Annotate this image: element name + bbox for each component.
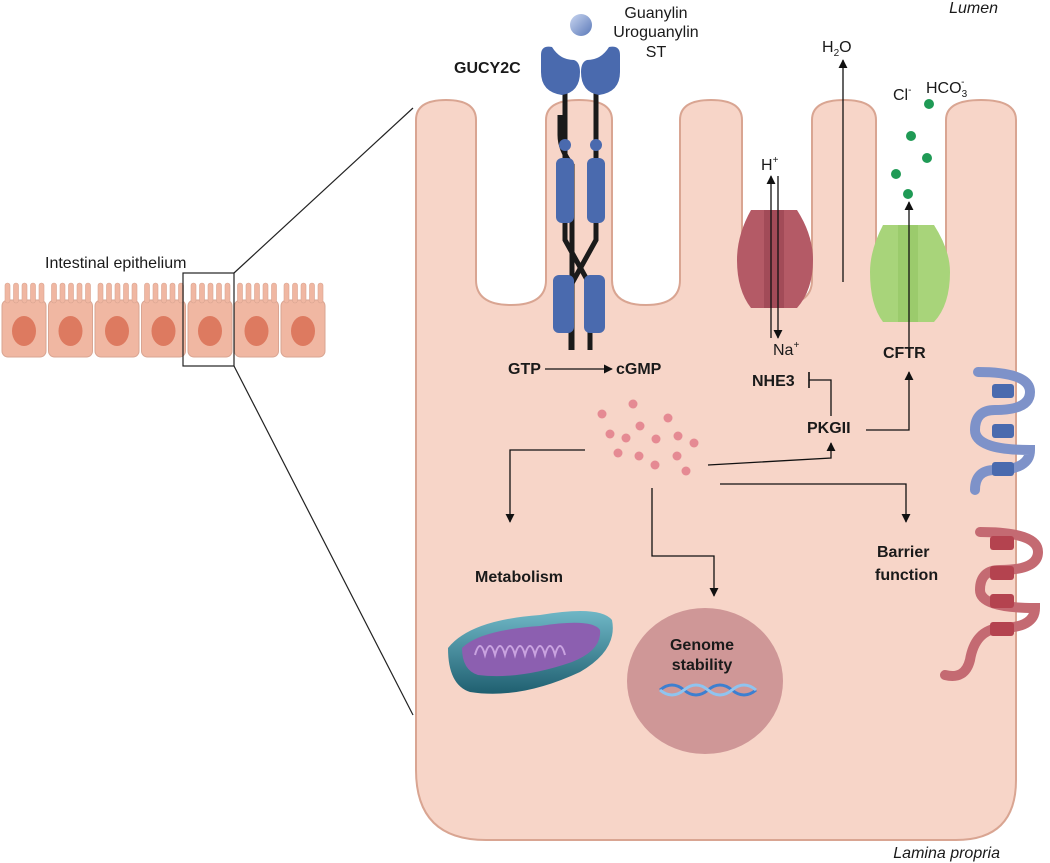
gtp-label: GTP <box>508 361 541 378</box>
microvillus <box>224 282 231 304</box>
receptor-cyclase-left <box>553 275 574 333</box>
microvillus <box>207 282 214 304</box>
ligand-guanylin: Guanylin <box>624 5 687 22</box>
microvillus <box>262 282 269 304</box>
microvillus <box>190 282 197 304</box>
chloride-bicarbonate-ions <box>891 99 934 199</box>
pkgii-to-cftr-arrow <box>866 371 914 431</box>
cell-nucleus <box>244 316 269 346</box>
ligand-sphere-icon <box>570 14 592 36</box>
cell-nucleus <box>58 316 83 346</box>
proton-label: H+ <box>761 155 779 174</box>
microvillus <box>271 282 277 304</box>
lamina-propria-label: Lamina propria <box>893 845 1000 862</box>
cgmp-molecules <box>597 399 699 476</box>
water-label: H2O <box>822 39 852 59</box>
microvillus <box>76 282 83 304</box>
receptor-extracellular-left <box>541 46 580 95</box>
microvillus <box>309 282 315 304</box>
microvillus <box>114 282 121 304</box>
microvillus <box>152 282 159 304</box>
sodium-label: Na+ <box>773 340 799 359</box>
microvillus <box>317 282 324 304</box>
microvillus <box>254 282 260 304</box>
cftr-label: CFTR <box>883 345 926 362</box>
microvillus <box>237 282 243 304</box>
genome-label-line2: stability <box>672 657 733 674</box>
microvillus <box>4 282 11 304</box>
microvillus <box>68 282 74 304</box>
microvillus <box>51 282 57 304</box>
receptor-kinase-left <box>556 158 574 223</box>
ligand-st: ST <box>646 44 667 61</box>
microvillus <box>292 282 298 304</box>
receptor-extracellular-right <box>581 46 620 95</box>
microvillus <box>30 282 36 304</box>
nhe3-label: NHE3 <box>752 373 795 390</box>
cell-nucleus <box>198 316 222 346</box>
cgmp-to-pkgii-arrow <box>707 442 836 466</box>
tight-junction-protein-blue <box>969 367 1036 495</box>
receptor-kinase-right <box>587 158 605 223</box>
intestinal-epithelium-strip: Intestinal epithelium <box>1 107 414 716</box>
microvillus <box>283 282 290 304</box>
pkgii-inhibits-nhe3 <box>809 379 832 416</box>
bicarbonate-label: HCO3- <box>926 77 968 100</box>
zoom-line-bottom <box>233 365 414 716</box>
microvillus <box>59 282 66 304</box>
microvillus <box>131 282 138 304</box>
microvillus <box>144 282 150 304</box>
microvillus <box>21 282 28 304</box>
microvillus <box>123 282 129 304</box>
microvillus <box>245 282 252 304</box>
gucy2c-receptor <box>541 46 620 350</box>
chloride-label: Cl- <box>893 85 911 104</box>
cgmp-to-metabolism-arrow <box>505 449 585 523</box>
microvillus <box>85 282 91 304</box>
zoom-line-top <box>233 107 414 274</box>
receptor-cyclase-right <box>584 275 605 333</box>
microvillus <box>106 282 112 304</box>
cgmp-label: cGMP <box>616 361 662 378</box>
microvillus <box>300 282 307 304</box>
tight-junction-protein-red <box>940 527 1044 681</box>
microvillus <box>38 282 45 304</box>
cgmp-to-genome-arrow <box>651 488 719 597</box>
cell-nucleus <box>105 316 129 346</box>
barrier-label-line1: Barrier <box>877 544 929 561</box>
lumen-label: Lumen <box>949 0 998 17</box>
microvillus <box>13 282 19 304</box>
metabolism-label: Metabolism <box>475 569 563 586</box>
cell-nucleus <box>151 316 176 346</box>
microvillus <box>161 282 167 304</box>
microvillus <box>216 282 222 304</box>
microvillus <box>97 282 104 304</box>
receptor-label: GUCY2C <box>454 60 521 77</box>
ligand-uroguanylin: Uroguanylin <box>613 24 698 41</box>
mitochondrion-icon <box>448 611 613 694</box>
microvillus <box>169 282 176 304</box>
genome-label-line1: Genome <box>670 637 734 654</box>
cell-nucleus <box>12 316 36 346</box>
zoom-box <box>182 272 235 367</box>
intestinal-epithelium-label: Intestinal epithelium <box>45 255 186 272</box>
barrier-label-line2: function <box>875 567 938 584</box>
cell-nucleus <box>291 316 315 346</box>
cgmp-to-barrier-arrow <box>720 483 911 523</box>
microvillus <box>199 282 205 304</box>
nucleus <box>627 608 783 754</box>
dna-helix-icon <box>659 683 757 697</box>
pkgii-label: PKGII <box>807 420 851 437</box>
